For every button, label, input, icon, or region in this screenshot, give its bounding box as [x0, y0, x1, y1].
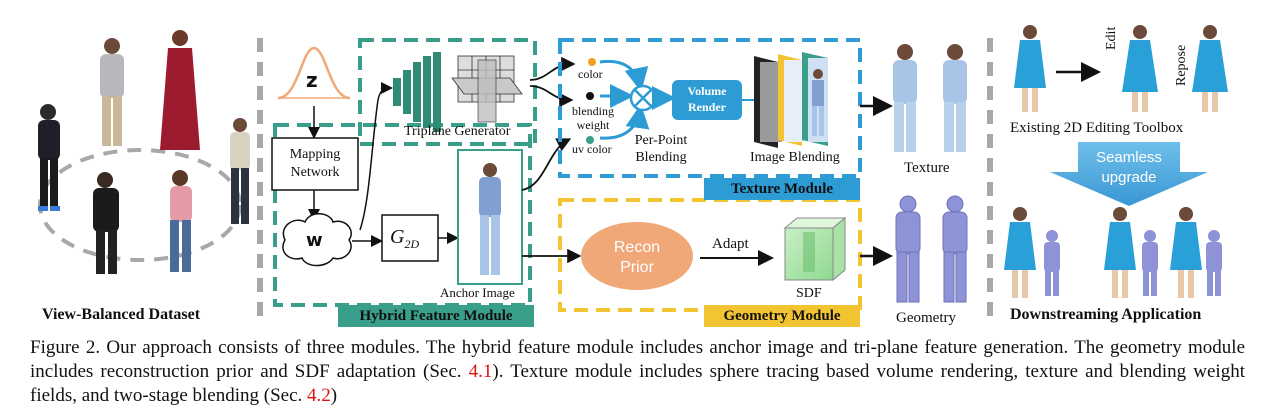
volume-render-label: Volume Render — [672, 83, 742, 115]
hybrid-module-label: Hybrid Feature Module — [338, 305, 534, 327]
uv-dot — [586, 136, 594, 144]
g2d-box — [381, 214, 439, 262]
w-symbol: w — [306, 230, 323, 251]
color-dot — [588, 58, 596, 66]
seamless-upgrade-arrow — [1050, 142, 1208, 206]
figure-diagram — [38, 25, 1228, 320]
z-symbol: z — [306, 68, 318, 92]
dataset-panel — [38, 30, 250, 274]
weight-dot — [586, 92, 594, 100]
downstream-figures — [1014, 25, 1046, 112]
recon-prior-line2: Prior — [620, 259, 654, 276]
blending-weight-line2: weight — [576, 118, 610, 132]
edited-figure — [1122, 25, 1158, 112]
color-label: color — [578, 67, 603, 81]
per-point-blending-label: Per-Point Blending — [626, 132, 696, 166]
triplane-grid — [451, 55, 523, 123]
mapping-network-box — [271, 137, 359, 191]
caption-text-2: ). Texture module includes sphere tracin… — [30, 361, 1245, 406]
gaussian-curve — [277, 46, 351, 100]
texture-output-figures — [893, 44, 967, 152]
dataset-label: View-Balanced Dataset — [42, 306, 201, 323]
person-figure — [93, 172, 119, 274]
per-point-line1: Per-Point — [634, 133, 688, 148]
recon-prior-line1: Recon — [613, 239, 661, 256]
mapping-network-label: Mapping Network — [272, 146, 358, 182]
person-figure — [230, 118, 250, 224]
triplane-label: Triplane Generator — [404, 124, 511, 139]
figure-caption: Figure 2. Our approach consists of three… — [30, 336, 1245, 408]
texture-module-label: Texture Module — [704, 178, 860, 200]
person-figure — [160, 30, 200, 150]
reposed-figure — [1192, 25, 1228, 112]
mapping-network-line2: Network — [290, 165, 340, 180]
geometry-module-label: Geometry Module — [704, 305, 860, 327]
blending-weight-line1: blending — [572, 104, 614, 118]
texture-module-frame — [558, 38, 862, 178]
uv-color-label: uv color — [572, 142, 612, 156]
caption-fig-number: Figure 2. — [30, 337, 101, 358]
upgraded-figures — [1004, 207, 1222, 298]
volume-render-line1: Volume — [687, 84, 727, 98]
view-ellipse — [38, 148, 242, 262]
edit-label: Edit — [1104, 26, 1119, 50]
triplane-frame — [358, 38, 537, 146]
g2d-symbol: G2D — [390, 226, 419, 252]
image-blending-stack — [754, 52, 828, 148]
person-figure — [38, 104, 60, 211]
downstream-label: Downstreaming Application — [1010, 306, 1202, 323]
person-figure — [170, 170, 192, 272]
anchor-image-label: Anchor Image — [440, 285, 515, 300]
caption-text-3: ) — [330, 385, 338, 406]
caption-ref-2[interactable]: 4.2 — [307, 385, 331, 406]
recon-prior-label: Recon Prior — [595, 238, 679, 278]
seamless-line1: Seamless — [1096, 149, 1162, 166]
repose-label: Repose — [1174, 44, 1189, 86]
w-cloud — [282, 213, 352, 267]
blending-weight-label: blending weight — [570, 104, 616, 132]
caption-ref-1[interactable]: 4.1 — [468, 361, 493, 382]
caption-text-1: Our approach consists of three modules. … — [30, 337, 1245, 382]
volume-render-line2: Render — [688, 100, 726, 114]
image-blending-label: Image Blending — [750, 150, 840, 165]
g2d-letter: G — [390, 226, 405, 248]
sdf-cube — [783, 216, 847, 282]
anchor-person — [479, 163, 501, 275]
mapping-network-line1: Mapping — [289, 147, 341, 162]
geometry-output-figures — [895, 195, 968, 303]
texture-output-label: Texture — [904, 160, 950, 176]
adapt-label: Adapt — [712, 236, 749, 252]
triplane-generator-layers — [393, 52, 441, 132]
toolbox-label: Existing 2D Editing Toolbox — [1010, 120, 1184, 136]
recon-prior-ellipse — [581, 222, 693, 290]
seamless-upgrade-label: Seamless upgrade — [1074, 148, 1184, 188]
seamless-line2: upgrade — [1101, 169, 1157, 186]
sdf-label: SDF — [796, 286, 822, 301]
per-point-line2: Blending — [635, 150, 687, 165]
volume-render-box — [672, 80, 742, 120]
g2d-subscript: 2D — [404, 237, 420, 251]
person-figure — [100, 38, 124, 146]
geometry-output-label: Geometry — [896, 310, 956, 326]
